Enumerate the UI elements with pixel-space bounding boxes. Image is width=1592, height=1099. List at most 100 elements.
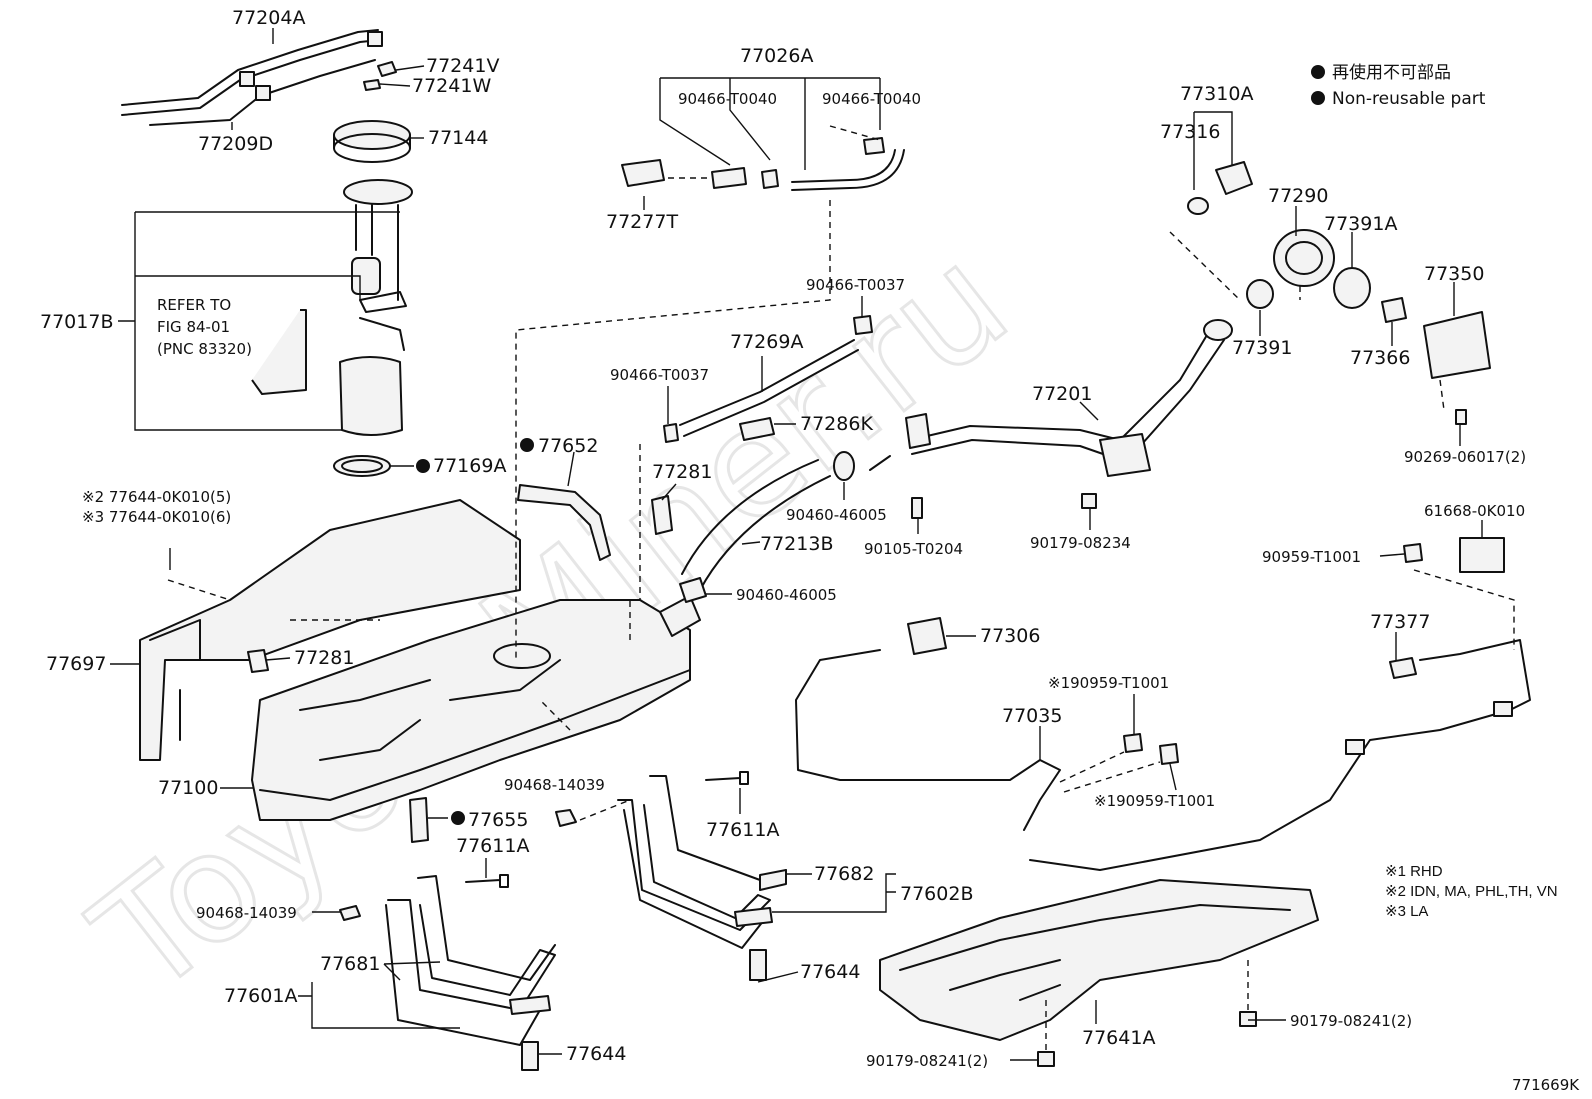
label-77286k: 77286K [800,413,873,435]
label-77316: 77316 [1160,121,1220,143]
clip-77241w [363,79,381,91]
filler-neck [1203,319,1233,341]
note-2: ※2 IDN, MA, PHL,TH, VN [1385,883,1558,900]
seal-77391 [1246,279,1274,309]
tube-clamp [255,85,271,101]
hose-clamp-90460-b [679,577,707,603]
tank-band-77602b [623,809,765,949]
label-77201: 77201 [1032,383,1092,405]
label-77652: 77652 [538,435,598,457]
bolt-90179-08241-b [1037,1051,1055,1067]
label-90460-46005-b: 90460-46005 [736,586,837,604]
label-77697: 77697 [46,653,106,675]
bolt-90105-t0204 [911,497,923,519]
label-90468-14039-a: 90468-14039 [196,904,297,922]
filler-bracket [1099,433,1151,477]
bolt-77644-a [521,1041,539,1071]
label-77377: 77377 [1370,611,1430,633]
seal-77391a [1333,267,1371,309]
hose-clamp-90460-a [833,451,855,481]
cable-77377 [1029,639,1531,871]
label-77681: 77681 [320,953,380,975]
fuel-door-77350 [1423,311,1491,379]
label-77644-b: 77644 [800,961,860,983]
legend-en-label: Non-reusable part [1332,89,1486,109]
label-90179-08241-a: 90179-08241(2) [1290,1012,1412,1030]
clip-90466-t0040-b [863,137,885,155]
label-77644-a: 77644 [566,1043,626,1065]
label-77310a: 77310A [1180,83,1253,105]
tank-pump-opening [493,643,551,669]
refer-to-line-2: FIG 84-01 [157,318,230,336]
tank-band-77682 [617,799,771,931]
non-reusable-bullet-icon [416,459,430,473]
label-77611a-b: 77611A [706,819,779,841]
label-90460-46005-a: 90460-46005 [786,506,887,524]
fuel-cap-77310a [1215,161,1253,195]
label-190959-t1001-a: ※190959-T1001 [1048,674,1169,692]
clip-90466-t0040-a [761,169,779,189]
bolt-77644-b [749,949,767,981]
hinge-77366 [1381,297,1407,323]
tank-band-77681 [387,899,556,1011]
clamp-77281-tank [247,649,269,673]
housing-77290 [1273,229,1335,287]
label-77391a: 77391A [1324,213,1397,235]
non-reusable-bullet-icon [1311,65,1325,79]
fuel-tank-77100 [251,599,691,821]
cable-77035 [795,649,1061,831]
clip-90468-a [339,905,361,921]
protector-77697 [139,499,521,761]
label-77017b: 77017B [40,311,113,333]
pipe-bracket [905,413,931,449]
diagram-code: 771669K [1512,1076,1580,1094]
note-3: ※3 LA [1385,903,1428,920]
clamp-77281 [651,495,673,535]
bolt-77611a-b [705,771,749,785]
legend: 再使用不可部品 Non-reusable part [1311,62,1486,109]
clip-90179-08234 [1081,493,1097,509]
bolt-90179-08241-a [1239,1011,1257,1027]
label-77366: 77366 [1350,347,1410,369]
refer-to-line-3: (PNC 83320) [157,340,252,358]
legend-jp-label: 再使用不可部品 [1332,62,1451,83]
note-1: ※1 RHD [1385,863,1443,880]
bolt-77611a-a [465,874,509,888]
label-77290: 77290 [1268,185,1328,207]
label-77601a: 77601A [224,985,297,1007]
label-77209d: 77209D [198,133,273,155]
part-shapes [121,29,1531,1071]
clamp-190959-b [1159,743,1179,765]
pump-bracket [339,356,403,436]
gasket-77316 [1187,197,1209,215]
label-90466-t0040-b: 90466-T0040 [822,90,921,108]
tank-neck [659,595,701,637]
label-90466-t0037-b: 90466-T0037 [610,366,709,384]
seal-strip-77652 [517,484,611,561]
label-77655: 77655 [468,809,528,831]
label-77169a: 77169A [433,455,506,477]
notes: ※1 RHD ※2 IDN, MA, PHL,TH, VN ※3 LA [1385,863,1558,920]
clip-90959-t1001 [1403,543,1423,563]
label-77241w: 77241W [412,75,491,97]
clip-90466-t0037-a [853,315,873,335]
label-90466-t0037-a: 90466-T0037 [806,276,905,294]
skid-plate-77641a [879,879,1319,1041]
label-77213b: 77213B [760,533,833,555]
label-77277t: 77277T [606,211,678,233]
label-61668-0k010 [1459,537,1505,573]
label-77204a: 77204A [232,7,305,29]
label-77035: 77035 [1002,705,1062,727]
filler-hose-77213b [681,459,831,591]
label-77644-0k010-6: ※3 77644-0K010(6) [82,508,231,526]
fuel-pump-flange [343,179,413,205]
leader-lines [110,28,1483,1061]
label-77144: 77144 [428,127,488,149]
hose-77269a [679,339,859,437]
label-90269-06017: 90269-06017(2) [1404,448,1526,466]
sensor-77377 [1389,657,1417,679]
label-90179-08234: 90179-08234 [1030,534,1131,552]
filler-pipe-77201 [909,329,1211,441]
tube-connector [367,31,383,47]
